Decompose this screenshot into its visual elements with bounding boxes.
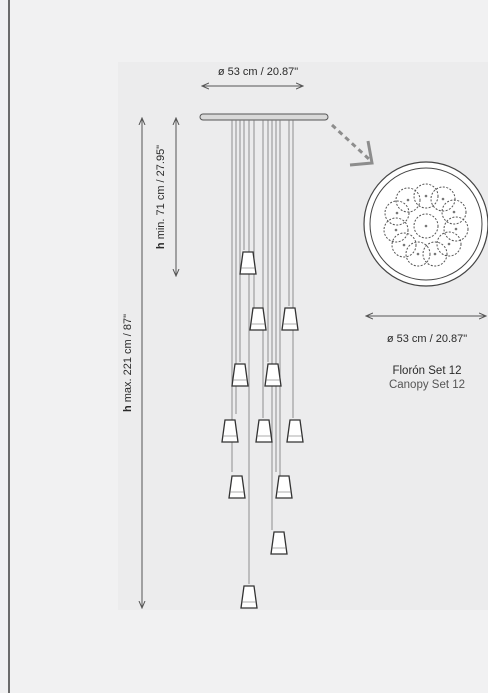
lamp-shade [239,251,257,275]
lamp-shade [221,419,239,443]
max-height-dimension: h max. 221 cm / 87" [122,118,142,608]
lamp-shade [228,475,246,499]
lamp-shade [255,419,273,443]
lamp-shade [286,419,304,443]
lamp-shade [264,363,282,387]
max-height-label: h max. 221 cm / 87" [122,314,134,412]
canopy-top-view [363,161,488,287]
lamp-shade [240,585,258,609]
canopy-name-spanish: Florón Set 12 [392,365,461,377]
detail-pointer-arrow [330,123,374,167]
min-height-label: h min. 71 cm / 27.95" [155,145,167,249]
diagram-background [118,62,488,610]
lamp-shade [249,307,267,331]
canopy-name-english: Canopy Set 12 [389,379,465,391]
lamp-shade [275,475,293,499]
canopy-width-dimension: ø 53 cm / 20.87" [202,66,303,86]
suspension-cables [231,120,294,584]
lamp-shade [231,363,249,387]
canopy-detail-width-dimension: ø 53 cm / 20.87" [366,316,486,345]
canopy-detail-width-label: ø 53 cm / 20.87" [387,333,467,345]
canopy-width-label: ø 53 cm / 20.87" [218,66,298,78]
lamp-shade [281,307,299,331]
lamp-shade [270,531,288,555]
left-frame-border [8,0,10,693]
lamp-shades [221,251,304,609]
ceiling-canopy [199,113,329,121]
min-height-dimension: h min. 71 cm / 27.95" [155,118,176,276]
